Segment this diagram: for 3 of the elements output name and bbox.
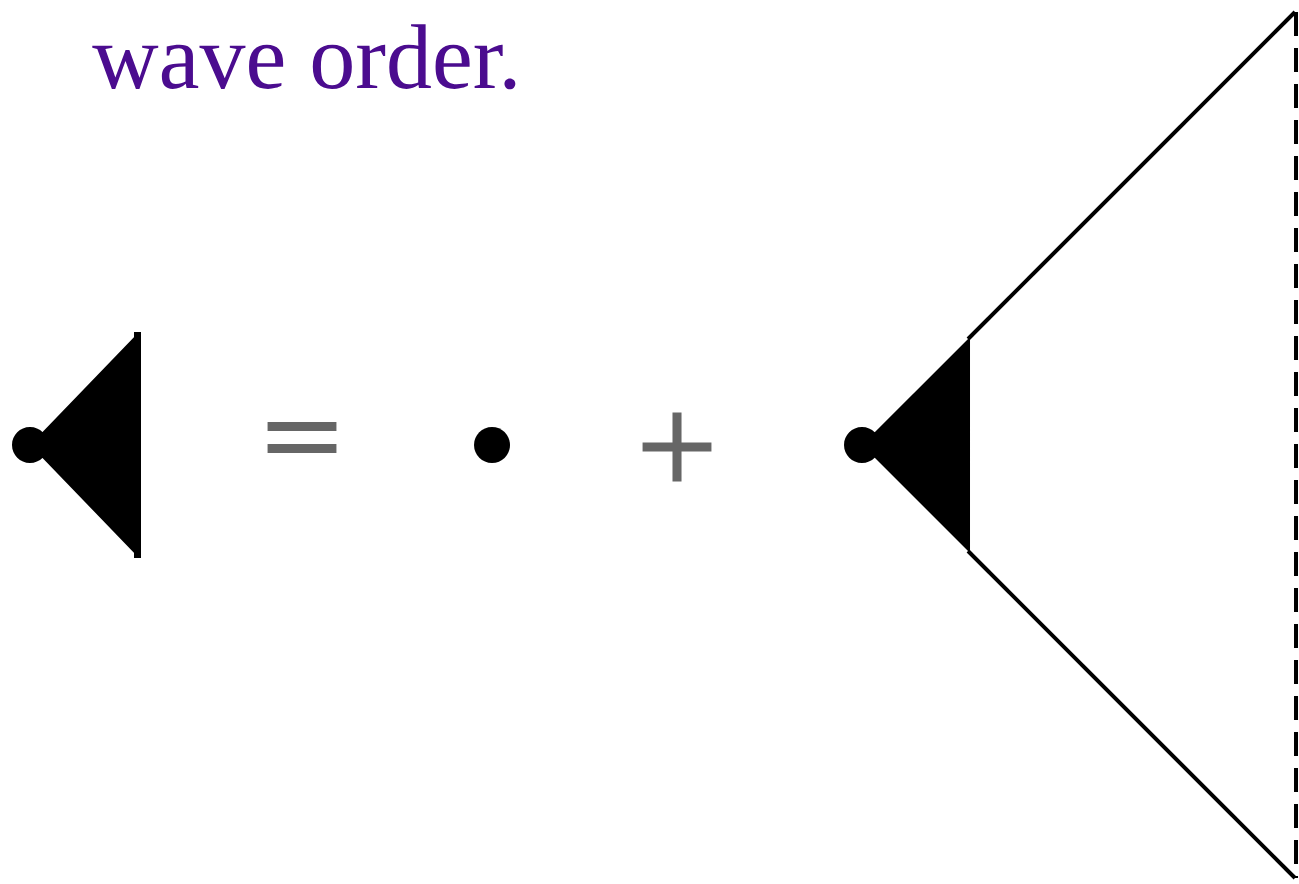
math-symbol: +: [642, 412, 712, 482]
heading-text: wave order.: [92, 24, 516, 90]
math-symbol: =: [267, 422, 337, 454]
